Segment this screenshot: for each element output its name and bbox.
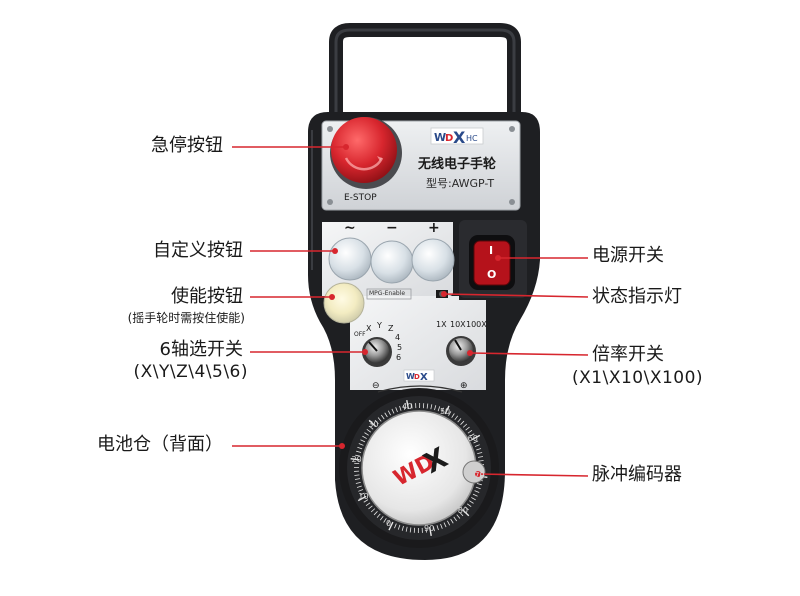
callout-status-light: 状态指示灯 bbox=[592, 286, 682, 307]
callout-rate-values: (X1\X10\X100) bbox=[572, 368, 704, 388]
callout-line-battery-dot bbox=[339, 443, 345, 449]
dial-scale-number: 30 bbox=[368, 420, 379, 430]
svg-text:X: X bbox=[420, 372, 428, 383]
dial-scale-number: 10 bbox=[358, 492, 369, 502]
key-wave-symbol: ∼ bbox=[344, 220, 356, 236]
axis-tick-y: Y bbox=[377, 321, 382, 330]
dial-scale-number: 20 bbox=[351, 454, 362, 464]
callout-battery: 电池仓（背面） bbox=[97, 434, 223, 455]
svg-text:W: W bbox=[406, 372, 415, 381]
product-name: 无线电子手轮 bbox=[418, 157, 497, 172]
callout-line-enable-dot bbox=[329, 294, 335, 300]
callout-line-power-dot bbox=[495, 255, 501, 261]
callout-line-encoder bbox=[477, 473, 589, 477]
callout-encoder: 脉冲编码器 bbox=[592, 464, 682, 485]
dial-plus-mark: ⊕ bbox=[460, 381, 468, 391]
key-minus-symbol: − bbox=[386, 220, 398, 236]
custom-key-wave[interactable] bbox=[328, 237, 372, 281]
power-off-symbol: O bbox=[487, 268, 497, 281]
callout-axis-switch: 6轴选开关 bbox=[159, 339, 243, 360]
model-line: 型号:AWGP-T bbox=[426, 177, 495, 190]
power-rocker-switch[interactable] bbox=[473, 240, 511, 286]
callout-line-custom-dot bbox=[332, 248, 338, 254]
power-on-symbol: I bbox=[489, 244, 494, 257]
dial-scale-number: 80 bbox=[457, 505, 468, 515]
panel-logo: W D X bbox=[403, 369, 435, 383]
rate-tick-10x: 10X bbox=[450, 320, 466, 329]
callout-line-rate-dot bbox=[467, 350, 473, 356]
svg-text:X: X bbox=[453, 128, 466, 147]
axis-tick-off: OFF bbox=[354, 331, 366, 338]
rate-tick-100x: 100X bbox=[466, 320, 487, 329]
svg-text:D: D bbox=[414, 373, 420, 381]
rate-tick-1x: 1X bbox=[436, 320, 447, 329]
dial-scale-number: 90 bbox=[423, 524, 435, 534]
custom-key-plus[interactable] bbox=[411, 238, 455, 282]
svg-text:HC: HC bbox=[466, 134, 478, 143]
callout-enable-note: (摇手轮时需按住使能) bbox=[127, 311, 245, 325]
key-plus-symbol: + bbox=[428, 220, 440, 236]
enable-button[interactable] bbox=[323, 282, 365, 324]
callout-power-switch: 电源开关 bbox=[592, 245, 664, 266]
axis-tick-4: 4 bbox=[395, 333, 401, 342]
callout-estop: 急停按钮 bbox=[151, 135, 223, 156]
svg-text:W: W bbox=[434, 131, 446, 144]
mpg-enable-text: MPG-Enable bbox=[369, 290, 406, 297]
carry-handle bbox=[329, 23, 521, 112]
callout-enable-button: 使能按钮 bbox=[171, 286, 243, 307]
dial-scale-number: 70 bbox=[474, 471, 485, 481]
brand-logo: W D X HC bbox=[430, 127, 484, 147]
dial-scale-number: 40 bbox=[402, 401, 413, 411]
callout-line-estop-dot bbox=[343, 144, 349, 150]
estop-text: E-STOP bbox=[344, 193, 377, 203]
axis-tick-x: X bbox=[366, 324, 372, 333]
callout-line-status bbox=[443, 293, 589, 298]
dial-scale-number: 60 bbox=[467, 433, 478, 443]
callout-line-status-dot bbox=[441, 291, 447, 297]
svg-text:D: D bbox=[445, 133, 453, 144]
dial-scale-number: 50 bbox=[439, 407, 451, 417]
axis-tick-5: 5 bbox=[397, 343, 403, 352]
estop-button[interactable] bbox=[331, 117, 397, 183]
callout-axis-switch-values: (X\Y\Z\4\5\6) bbox=[133, 362, 248, 382]
callout-line-axis-dot bbox=[362, 349, 368, 355]
callout-line-rate bbox=[469, 352, 589, 356]
dial-scale-number: 0 bbox=[386, 518, 392, 528]
wheel-tick-marks bbox=[350, 399, 488, 537]
callout-line-encoder-dot bbox=[475, 471, 481, 477]
axis-tick-z: Z bbox=[388, 324, 394, 333]
dial-minus-mark: ⊖ bbox=[372, 381, 380, 391]
callout-lines bbox=[232, 144, 589, 477]
axis-tick-6: 6 bbox=[396, 353, 402, 362]
callout-custom-buttons: 自定义按钮 bbox=[153, 240, 243, 261]
custom-key-minus[interactable] bbox=[370, 240, 414, 284]
callout-rate-switch: 倍率开关 bbox=[592, 344, 664, 365]
